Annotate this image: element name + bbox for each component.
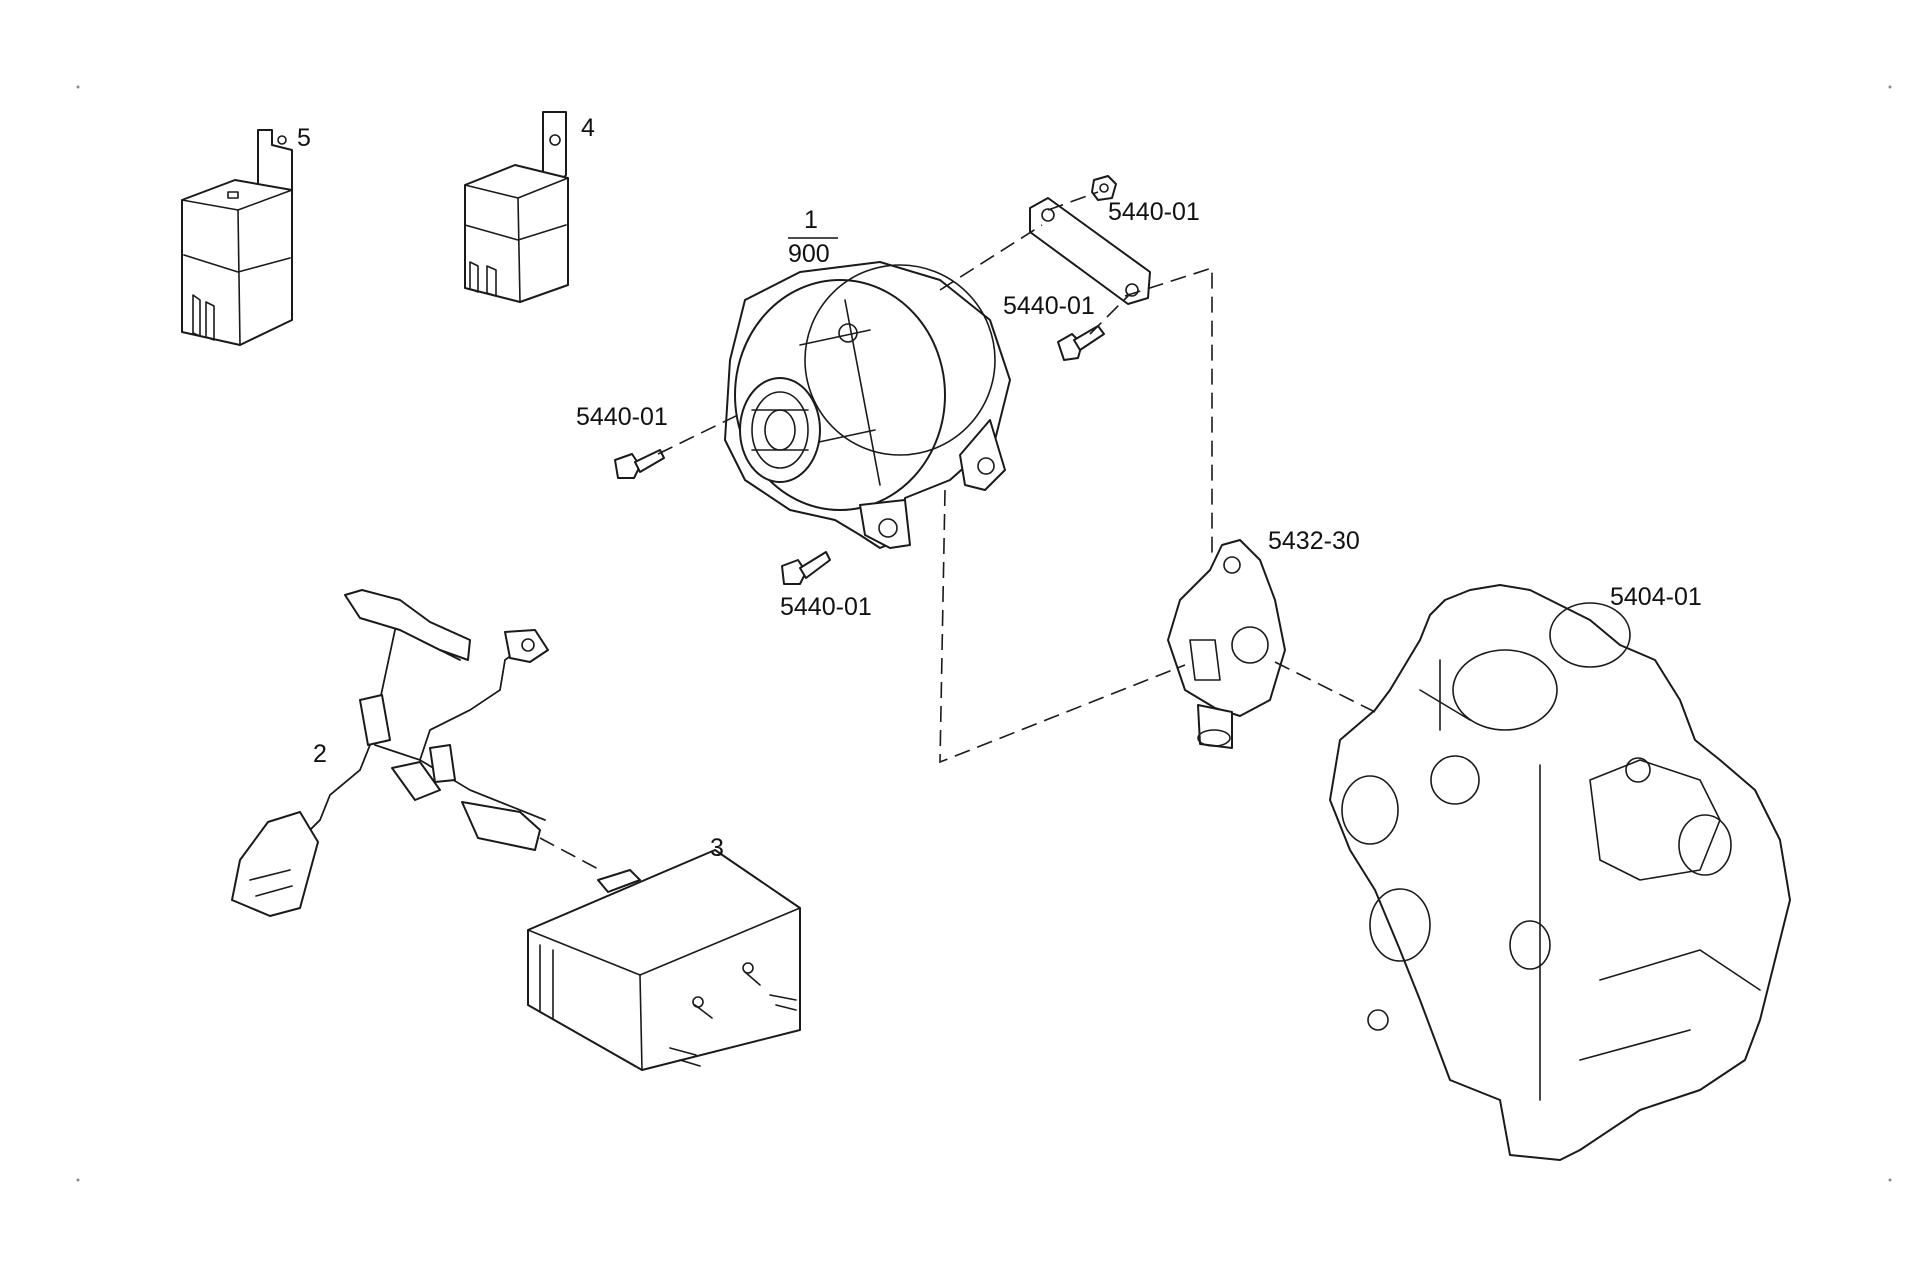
callout-labels: 5 4 1 900 5440-01 5440-01 5440-01 5440-0…	[297, 114, 1702, 862]
corner-mark-bottom-right	[1888, 1178, 1892, 1182]
callout-item-1-denominator: 900	[788, 240, 830, 268]
control-module-part-3[interactable]	[527, 849, 801, 1071]
callout-engine-block: 5404-01	[1610, 583, 1702, 611]
bolt-left[interactable]	[614, 449, 665, 479]
callout-bolt-left: 5440-01	[576, 403, 668, 431]
relay-part-5[interactable]	[181, 129, 293, 346]
callout-bolt-mid-right: 5440-01	[1003, 292, 1095, 320]
corner-mark-top-right	[1888, 85, 1892, 89]
leader-bolt-strap	[1089, 293, 1131, 335]
callout-bolt-bottom: 5440-01	[780, 593, 872, 621]
leader-strap-bracket	[1124, 266, 1213, 555]
leader-harness-module	[539, 837, 601, 871]
leader-alternator-bracket	[939, 489, 1186, 764]
bolt-bottom[interactable]	[781, 551, 831, 585]
callout-bracket-5432-30: 5432-30	[1268, 527, 1360, 555]
callout-item-2: 2	[313, 740, 327, 768]
alternator-part-1[interactable]	[724, 261, 1011, 549]
callout-item-5: 5	[297, 124, 311, 152]
callout-item-1-numerator: 1	[804, 206, 818, 234]
leader-bracket-engine	[1274, 661, 1376, 713]
leader-bolt-left	[657, 413, 741, 455]
corner-mark-top-left	[76, 85, 80, 89]
wiring-harness-part-2[interactable]	[231, 589, 549, 917]
leader-alternator-strap	[939, 224, 1043, 291]
leader-strap-nut	[1047, 191, 1099, 211]
callout-item-3: 3	[710, 834, 724, 862]
nut-part[interactable]	[1091, 175, 1117, 201]
relay-part-4[interactable]	[464, 111, 569, 303]
callout-bolt-top-right: 5440-01	[1108, 198, 1200, 226]
mounting-bracket-5432-30[interactable]	[1167, 539, 1286, 749]
assembly-leader-lines	[539, 191, 1376, 871]
engine-block-5404-01[interactable]	[1329, 584, 1791, 1161]
corner-mark-bottom-left	[76, 1178, 80, 1182]
callout-item-4: 4	[581, 114, 595, 142]
bolt-upper-right[interactable]	[1057, 325, 1105, 361]
